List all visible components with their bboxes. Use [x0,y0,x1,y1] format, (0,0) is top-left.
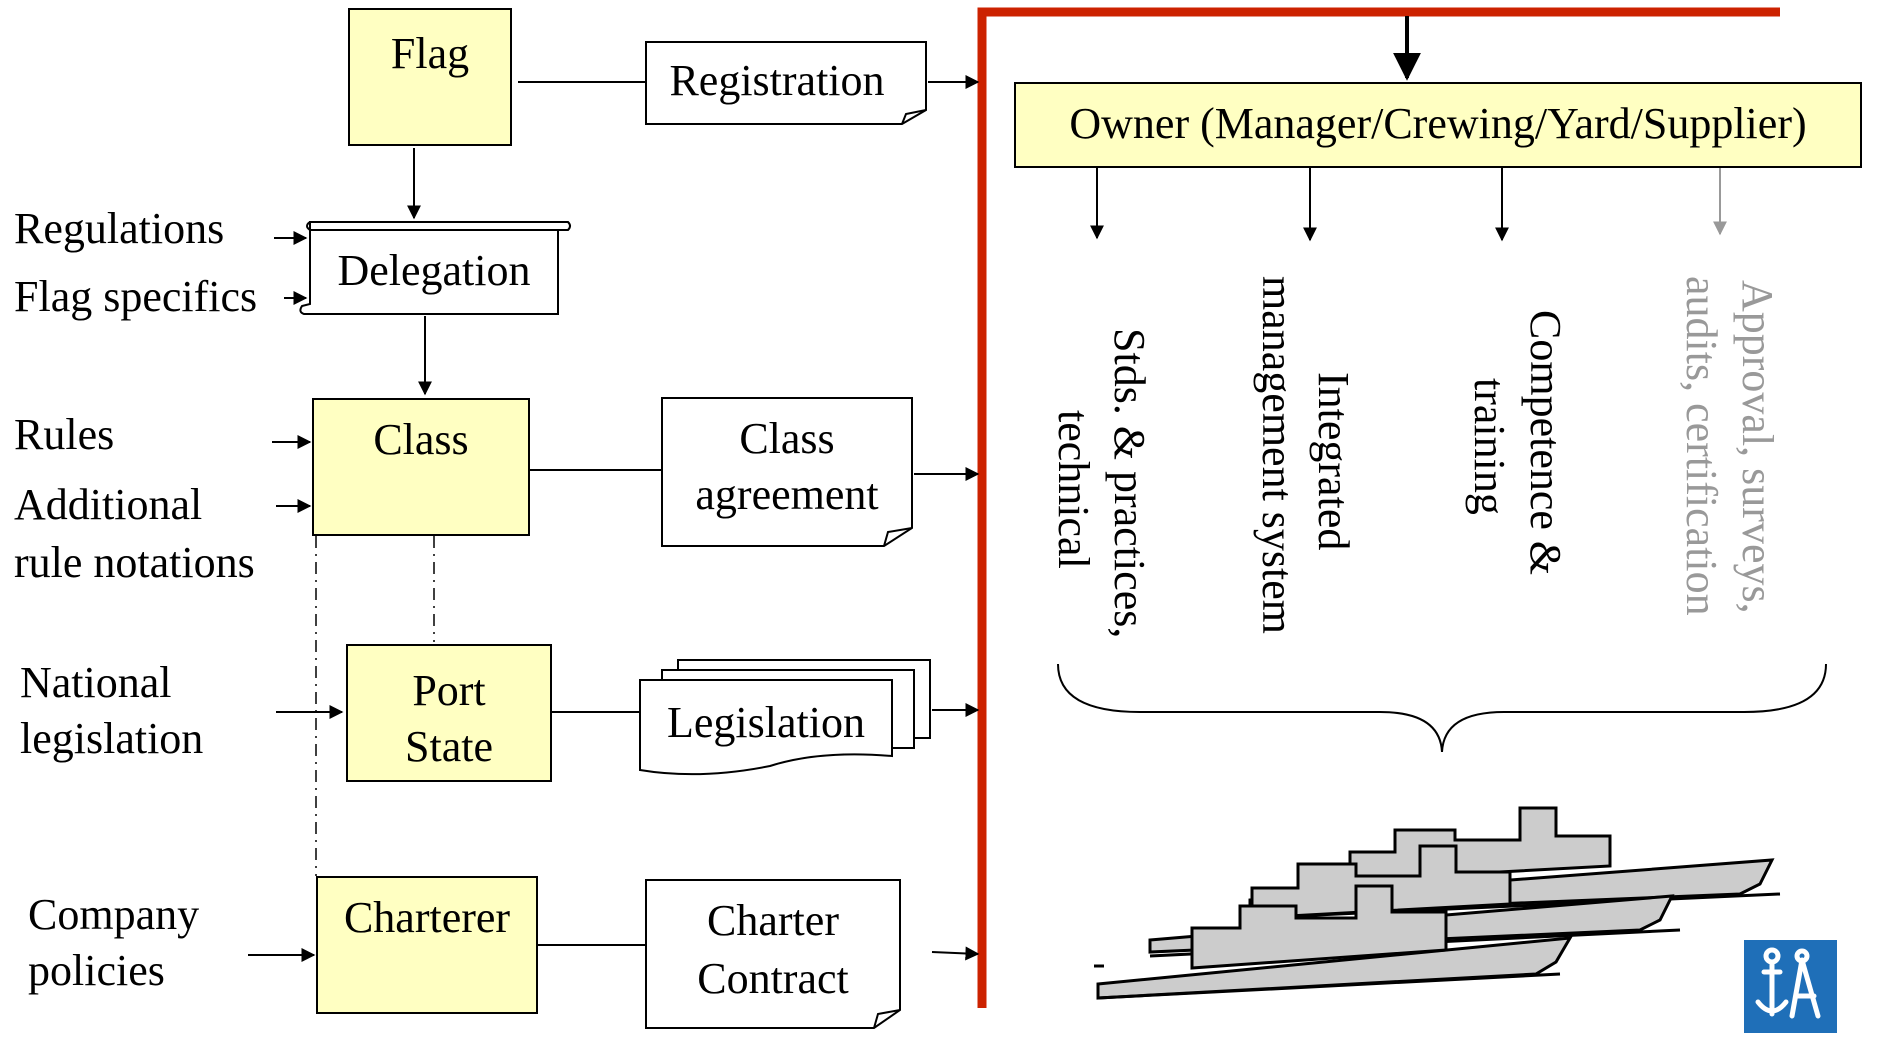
charterer-box: Charterer [316,876,538,1014]
output-competence-line1: Competence & [1521,310,1570,576]
output-ims-line2: management system [1253,276,1302,635]
anchor-logo-icon [1744,940,1837,1033]
class-box: Class [312,398,530,536]
port-state-box: Port State [346,644,552,782]
charter-contract-label-line1: Charter [707,896,839,945]
legislation-label: Legislation [667,698,865,747]
output-approval-line2: audits, certification [1677,276,1726,616]
red-boundary-line [977,7,1780,1008]
owner-box: Owner (Manager/Crewing/Yard/Supplier) [1014,82,1862,168]
delegation-scroll-shape [299,221,571,315]
flag-box: Flag [348,8,512,146]
input-company-line1: Company [28,890,200,939]
ships-icon [1094,806,1781,1000]
input-flag-specifics: Flag specifics [14,272,258,321]
charter-contract-label-line2: Contract [697,954,849,1003]
output-approval-line1: Approval, surveys, [1733,280,1782,614]
owner-label: Owner (Manager/Crewing/Yard/Supplier) [1069,99,1807,148]
output-ims-line1: Integrated [1309,372,1358,551]
input-additional-line2: rule notations [14,538,255,587]
class-agreement-doc-shape [661,397,913,547]
curly-brace [1057,663,1827,753]
class-label: Class [373,415,469,464]
class-agreement-label-line2: agreement [695,470,879,519]
delegation-label: Delegation [337,246,531,295]
port-state-label-line2: State [405,722,493,771]
input-regulations: Regulations [14,204,225,253]
port-state-label-line1: Port [412,666,486,715]
input-additional-line1: Additional [14,480,203,529]
legislation-doc-front [639,679,893,776]
input-company-line2: policies [28,946,165,995]
input-national-line2: legislation [20,714,204,763]
output-competence-line2: training [1465,378,1514,515]
charterer-label: Charterer [343,893,511,942]
charter-contract-doc-shape [645,879,901,1029]
flag-label: Flag [390,29,470,78]
registration-label: Registration [669,56,885,105]
input-rules: Rules [14,410,115,459]
output-standards-line1: Stds. & practices, [1105,328,1154,639]
input-national-line1: National [20,658,172,707]
output-standards-line2: technical [1049,410,1098,569]
registration-doc-shape [645,41,927,125]
class-agreement-label-line1: Class [739,414,835,463]
